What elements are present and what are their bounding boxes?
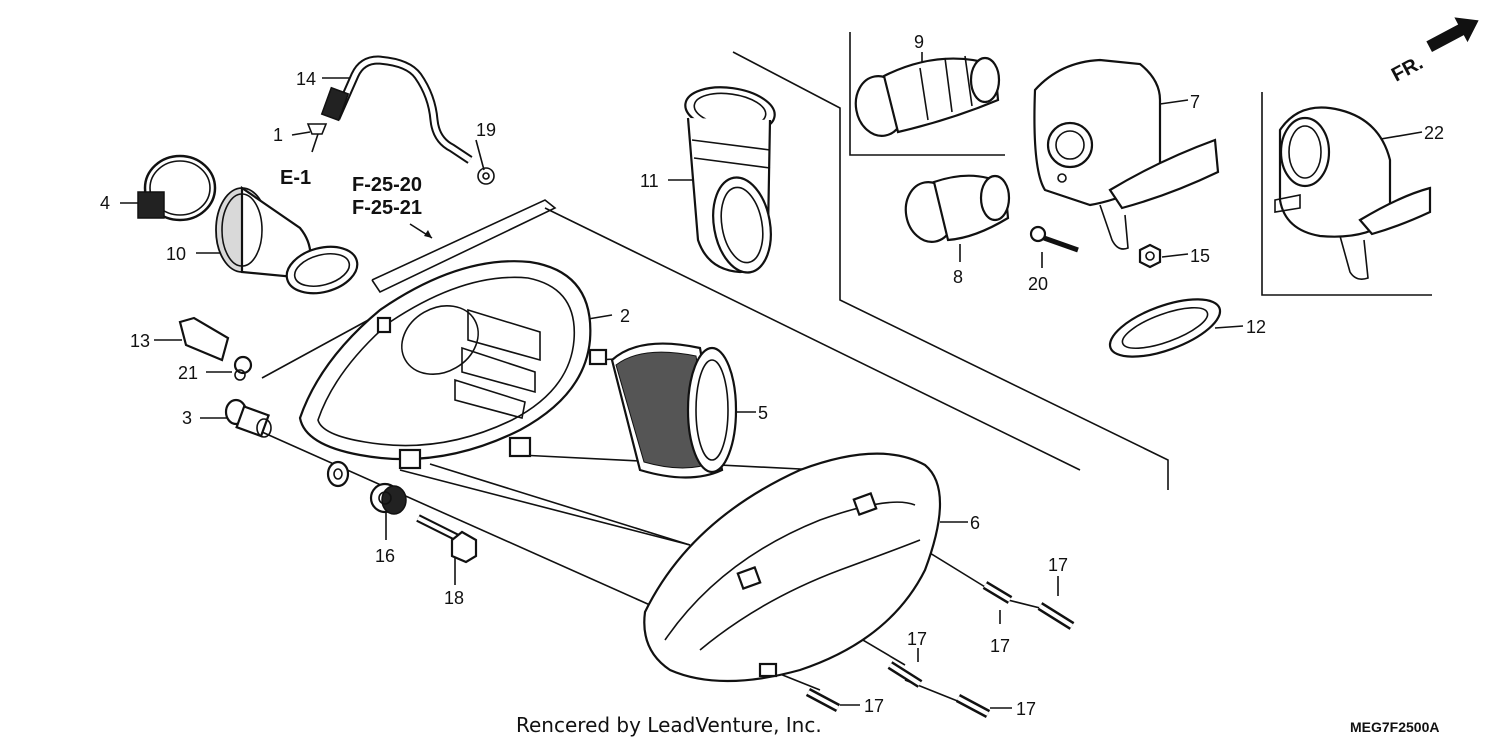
label-part-2: 2 — [620, 306, 630, 326]
screw-17-a — [982, 581, 1013, 604]
label-part-7: 7 — [1190, 92, 1200, 112]
label-part-14: 14 — [296, 69, 316, 89]
label-part-17-a: 17 — [1048, 555, 1068, 575]
label-part-22: 22 — [1424, 123, 1444, 143]
label-part-3: 3 — [182, 408, 192, 428]
label-part-4: 4 — [100, 193, 110, 213]
ref-f-25-20[interactable]: F-25-20 — [352, 174, 422, 196]
nut-15 — [1138, 243, 1162, 269]
ref-f-25-21[interactable]: F-25-21 — [352, 197, 422, 219]
frame-part-9 — [849, 32, 1005, 156]
air-cleaner-case-2 — [298, 260, 608, 470]
label-part-17-d: 17 — [864, 696, 884, 716]
rendered-by-footer: Rencered by LeadVenture, Inc. — [516, 713, 822, 737]
resonator-box-22 — [1274, 106, 1432, 280]
bolt-18 — [416, 514, 478, 564]
screw-20 — [1029, 225, 1079, 253]
label-part-20: 20 — [1028, 274, 1048, 294]
filter-element-5 — [610, 342, 738, 479]
label-part-15: 15 — [1190, 246, 1210, 266]
screw-17-e — [955, 694, 991, 718]
label-part-12: 12 — [1246, 317, 1266, 337]
air-cleaner-cover-6 — [643, 452, 941, 683]
reference-labels: E-1 F-25-20 F-25-21 — [280, 167, 433, 239]
label-part-6: 6 — [970, 513, 980, 533]
drawing-code: MEG7F2500A — [1350, 719, 1439, 735]
grommet-3 — [224, 398, 272, 438]
breather-tube-14 — [320, 55, 473, 164]
frame-part-22 — [1261, 92, 1432, 296]
reference-box-outline — [371, 199, 557, 294]
label-part-16: 16 — [375, 546, 395, 566]
label-part-10: 10 — [166, 244, 186, 264]
intake-boot-8 — [904, 174, 1011, 243]
screw-17-c — [887, 661, 923, 688]
part-number-labels: 1 2 3 4 5 6 7 8 9 10 11 12 13 14 15 16 1… — [100, 32, 1444, 719]
front-direction-arrow-icon — [1426, 17, 1479, 52]
label-part-18: 18 — [444, 588, 464, 608]
band-4 — [137, 154, 217, 222]
label-part-5: 5 — [758, 403, 768, 423]
sub-assembly-frames — [371, 32, 1432, 490]
label-part-19: 19 — [476, 120, 496, 140]
screw-17-b — [1037, 602, 1075, 630]
clip-19 — [477, 167, 495, 185]
label-part-9: 9 — [914, 32, 924, 52]
label-part-17-b: 17 — [990, 636, 1010, 656]
label-part-17-e: 17 — [1016, 699, 1036, 719]
label-part-8: 8 — [953, 267, 963, 287]
clip-21 — [233, 355, 253, 381]
collar — [326, 460, 350, 488]
bracket-13 — [178, 316, 230, 362]
ref-e-1[interactable]: E-1 — [280, 167, 311, 189]
guide-box-11-12 — [732, 51, 1169, 490]
connecting-tube-10 — [215, 185, 359, 295]
front-direction-label: FR. — [1388, 52, 1427, 87]
intake-boot-9 — [854, 55, 1001, 137]
air-duct-11 — [684, 86, 776, 274]
screws-17 — [805, 581, 1075, 718]
seal-12 — [1108, 298, 1222, 358]
label-part-11: 11 — [640, 171, 659, 191]
label-part-17-c: 17 — [907, 629, 927, 649]
label-part-13: 13 — [130, 331, 150, 351]
label-part-21: 21 — [178, 363, 198, 383]
grommet-16 — [369, 482, 407, 515]
resonator-box-7 — [1033, 58, 1220, 250]
screw-17-d — [805, 688, 841, 712]
label-part-1: 1 — [273, 125, 283, 145]
clip-1 — [306, 123, 328, 153]
